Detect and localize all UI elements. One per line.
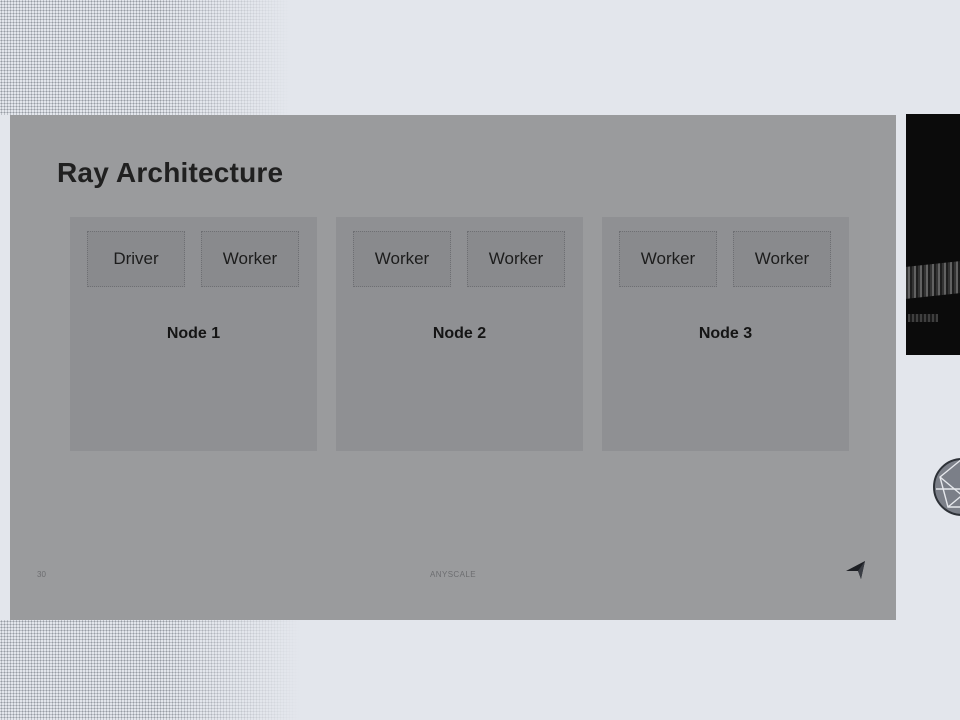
process-box-driver: Driver	[87, 231, 185, 287]
video-thumbnail[interactable]	[906, 114, 960, 355]
slide-title: Ray Architecture	[57, 157, 284, 188]
node-box-1: Driver Worker Node 1	[70, 217, 317, 451]
video-frame-detail	[906, 261, 960, 299]
node-label: Node 3	[698, 325, 753, 342]
presentation-slide: Ray Architecture Driver Worker Node 1 Wo…	[10, 115, 896, 620]
process-box-worker: Worker	[201, 231, 299, 287]
background-pattern-top	[0, 0, 290, 115]
process-box-worker: Worker	[619, 231, 717, 287]
video-frame-detail	[908, 314, 938, 322]
node-box-2: Worker Worker Node 2	[336, 217, 583, 451]
ray-logo-icon	[846, 561, 865, 579]
process-box-worker: Worker	[353, 231, 451, 287]
node-label: Node 1	[166, 325, 221, 342]
node-label: Node 2	[432, 325, 487, 342]
background-pattern-bottom	[0, 620, 300, 720]
node-box-3: Worker Worker Node 3	[602, 217, 849, 451]
process-box-worker: Worker	[733, 231, 831, 287]
slide-page-number: 30	[37, 570, 46, 579]
process-box-worker: Worker	[467, 231, 565, 287]
globe-icon	[933, 458, 960, 516]
slide-footer-text: ANYSCALE	[430, 570, 476, 579]
